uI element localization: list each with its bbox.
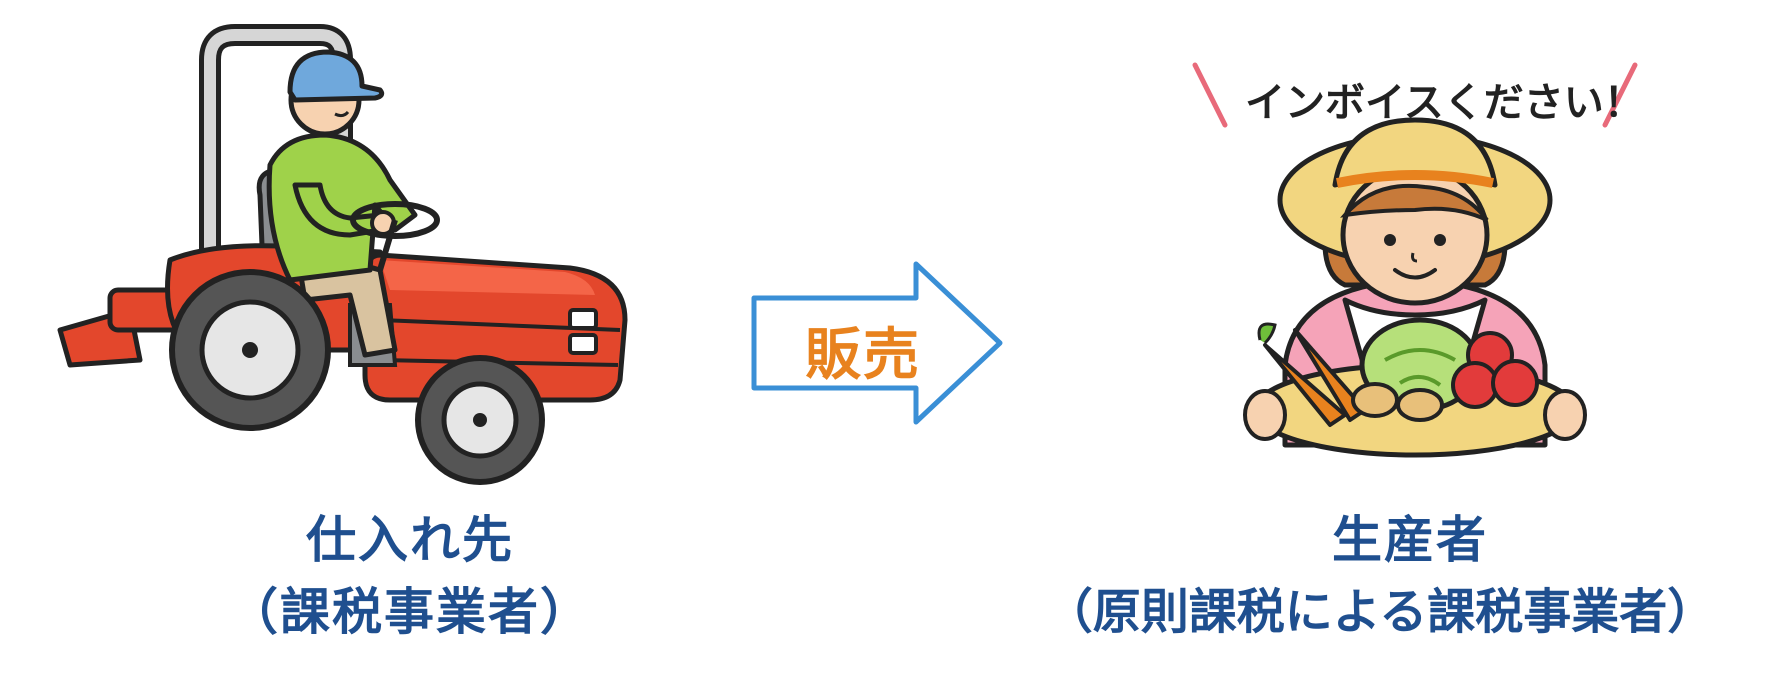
speech-marks-icon [1192, 62, 1638, 128]
producer-type: （原則課税による課税事業者） [1044, 584, 1716, 640]
supplier-type: （課税事業者） [228, 583, 592, 641]
speech-callout: インボイスください！ [1185, 50, 1645, 140]
right-arrow-icon [751, 261, 1003, 425]
speech-text: インボイスください！ [1245, 80, 1644, 126]
farmer-on-tractor-icon [57, 24, 628, 485]
rear-wheel [169, 269, 331, 431]
producer-name: 生産者 [1332, 511, 1488, 569]
sales-label: 販売 [805, 323, 921, 388]
vegetables [1257, 317, 1539, 427]
supplier-name: 仕入れ先 [306, 511, 514, 569]
front-wheel [415, 355, 545, 485]
farmer-figure [266, 49, 440, 358]
farmer-with-vegetables-icon [1243, 117, 1587, 458]
sales-flow-arrow: 販売 [748, 258, 1008, 428]
